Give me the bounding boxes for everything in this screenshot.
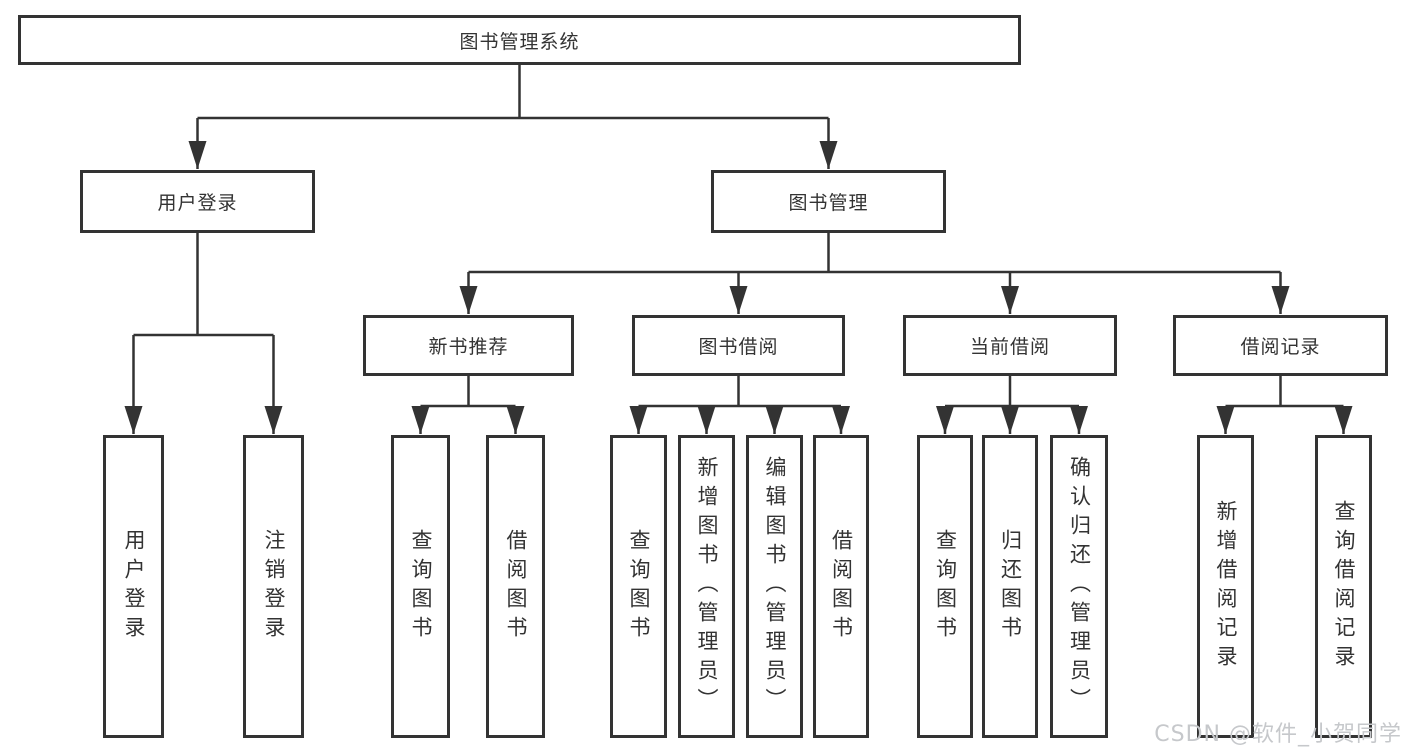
node-leaf-query-books-borrow: 查询图书 bbox=[610, 435, 667, 738]
node-root: 图书管理系统 bbox=[18, 15, 1021, 65]
connector-new-books-children bbox=[411, 375, 525, 434]
node-user-login: 用户登录 bbox=[80, 170, 315, 233]
node-book-mgmt: 图书管理 bbox=[711, 170, 946, 233]
node-leaf-edit-books-admin: 编辑图书（管理员） bbox=[746, 435, 803, 738]
node-leaf-logout: 注销登录 bbox=[243, 435, 304, 738]
node-leaf-add-borrow-record: 新增借阅记录 bbox=[1197, 435, 1254, 738]
connector-current-borrow-children bbox=[936, 375, 1088, 434]
connector-line bbox=[197, 64, 829, 120]
node-book-borrow: 图书借阅 bbox=[632, 315, 845, 376]
node-current-borrow: 当前借阅 bbox=[903, 315, 1117, 376]
connector-book-mgmt-children bbox=[459, 232, 1290, 314]
node-leaf-add-books-admin: 新增图书（管理员） bbox=[678, 435, 735, 738]
connector-line bbox=[638, 375, 841, 408]
connector-line bbox=[133, 232, 274, 337]
connector-line bbox=[945, 375, 1079, 408]
connector-book-borrow-children bbox=[629, 375, 850, 434]
connector-borrow-records-children bbox=[1216, 375, 1353, 434]
node-leaf-confirm-return-admin: 确认归还（管理员） bbox=[1050, 435, 1108, 738]
connector-user-login-children bbox=[124, 232, 283, 434]
connector-root-split bbox=[188, 64, 838, 169]
node-leaf-borrow-books: 借阅图书 bbox=[813, 435, 869, 738]
connector-line bbox=[468, 232, 1281, 274]
node-leaf-query-books-recommend: 查询图书 bbox=[391, 435, 450, 738]
node-leaf-query-borrow-record: 查询借阅记录 bbox=[1315, 435, 1372, 738]
connector-line bbox=[420, 375, 516, 408]
connector-line bbox=[1225, 375, 1344, 408]
node-new-books: 新书推荐 bbox=[363, 315, 574, 376]
node-leaf-user-login: 用户登录 bbox=[103, 435, 164, 738]
node-leaf-borrow-books-recommend: 借阅图书 bbox=[486, 435, 545, 738]
node-leaf-query-books-current: 查询图书 bbox=[917, 435, 973, 738]
node-leaf-return-books: 归还图书 bbox=[982, 435, 1038, 738]
watermark: CSDN @软件_小贺同学 bbox=[1154, 722, 1402, 747]
node-borrow-records: 借阅记录 bbox=[1173, 315, 1388, 376]
